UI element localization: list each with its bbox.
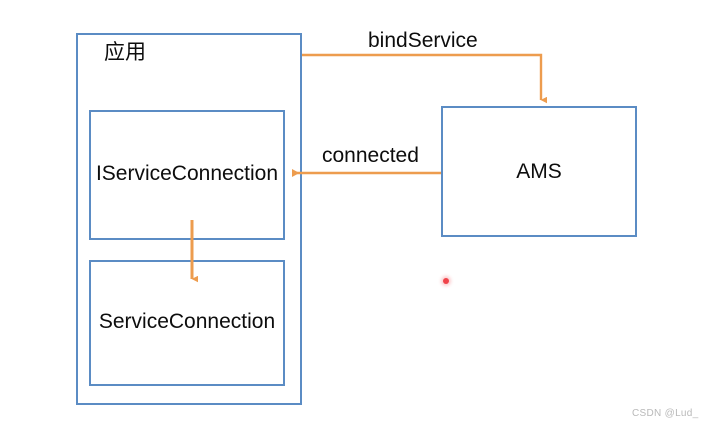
node-serviceconnection-label: ServiceConnection [98, 310, 276, 333]
edge-connected-label: connected [322, 144, 419, 167]
node-iserviceconnection-box [89, 110, 285, 240]
node-iserviceconnection-label: IServiceConnection [95, 162, 279, 185]
edge-bindservice-label: bindService [368, 29, 478, 52]
node-app-label: 应用 [104, 41, 146, 64]
node-ams-box [441, 106, 637, 237]
node-ams-label: AMS [516, 160, 562, 183]
node-app-container [76, 33, 302, 405]
watermark-text: CSDN @Lud_ [632, 408, 699, 419]
edge-bindservice-arrow [302, 53, 547, 104]
node-serviceconnection-box [89, 260, 285, 386]
red-dot-marker [443, 278, 449, 284]
